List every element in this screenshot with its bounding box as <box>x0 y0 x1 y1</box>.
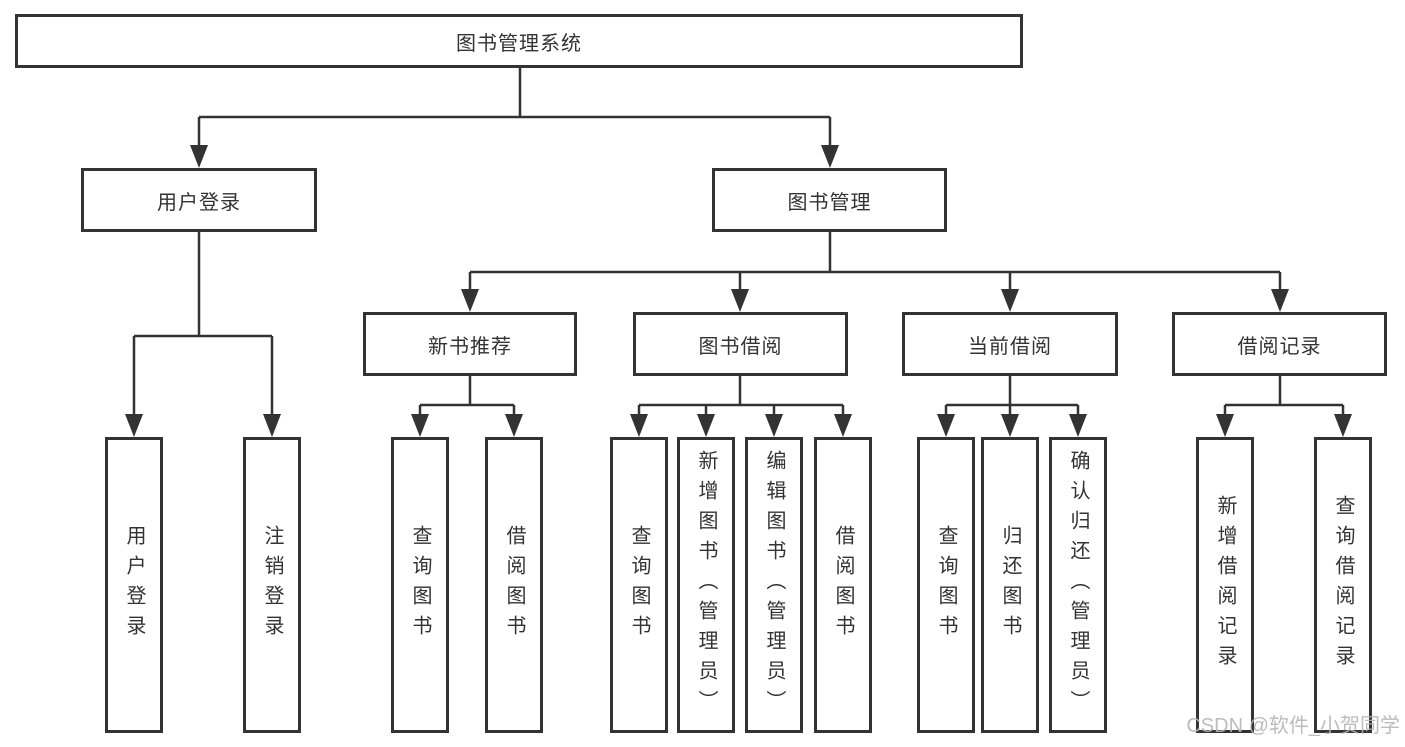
leaf-confirm-return-admin: 确认归还（管理员） <box>1049 437 1107 733</box>
leaf-borrow-books: 借阅图书 <box>485 437 543 733</box>
node-label: 借阅图书 <box>503 525 525 645</box>
node-label: 查询图书 <box>628 525 650 645</box>
node-label: 归还图书 <box>999 525 1021 645</box>
leaf-logout: 注销登录 <box>243 437 301 733</box>
node-label: 图书借阅 <box>698 335 783 358</box>
leaf-edit-books-admin: 编辑图书（管理员） <box>745 437 803 733</box>
node-label: 借阅记录 <box>1237 335 1322 358</box>
node-library-management-system: 图书管理系统 <box>15 14 1023 68</box>
leaf-borrow-books: 借阅图书 <box>814 437 872 733</box>
node-label: 查询图书 <box>935 525 957 645</box>
csdn-watermark: CSDN @软件_小贺同学 <box>1186 715 1400 737</box>
node-label: 编辑图书（管理员） <box>763 450 785 720</box>
node-label: 用户登录 <box>123 525 145 645</box>
node-book-management: 图书管理 <box>712 168 947 232</box>
node-label: 借阅图书 <box>832 525 854 645</box>
node-label: 确认归还（管理员） <box>1067 450 1089 720</box>
node-label: 新增图书（管理员） <box>695 450 717 720</box>
node-label: 查询图书 <box>409 525 431 645</box>
leaf-query-books: 查询图书 <box>610 437 668 733</box>
node-label: 图书管理系统 <box>456 32 582 55</box>
leaf-query-books: 查询图书 <box>391 437 449 733</box>
connector-lines <box>132 68 1345 419</box>
node-borrowing-records: 借阅记录 <box>1172 312 1387 376</box>
node-label: 当前借阅 <box>968 335 1052 358</box>
node-book-borrowing: 图书借阅 <box>633 312 848 376</box>
node-label: 新增借阅记录 <box>1214 495 1236 675</box>
arrowheads <box>125 145 1352 437</box>
leaf-query-books: 查询图书 <box>917 437 975 733</box>
node-label: 用户登录 <box>157 191 241 214</box>
leaf-add-books-admin: 新增图书（管理员） <box>677 437 735 733</box>
node-label: 新书推荐 <box>428 335 512 358</box>
leaf-user-login: 用户登录 <box>105 437 163 733</box>
node-label: 查询借阅记录 <box>1332 495 1354 675</box>
leaf-add-borrow-record: 新增借阅记录 <box>1196 437 1254 733</box>
node-new-book-recommendation: 新书推荐 <box>363 312 577 376</box>
node-current-borrowing: 当前借阅 <box>902 312 1118 376</box>
leaf-query-borrow-record: 查询借阅记录 <box>1314 437 1372 733</box>
node-label: 图书管理 <box>787 191 872 214</box>
node-label: 注销登录 <box>261 525 283 645</box>
node-user-login: 用户登录 <box>81 168 317 232</box>
leaf-return-books: 归还图书 <box>981 437 1039 733</box>
